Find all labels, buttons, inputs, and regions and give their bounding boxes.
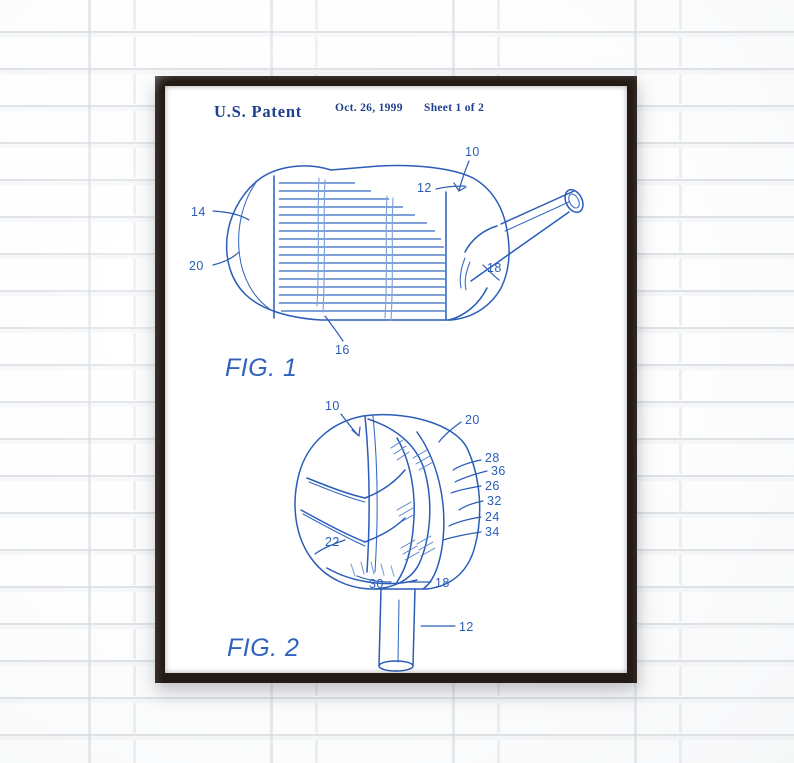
fig2-centre-seam-2 <box>372 415 378 573</box>
fig2-shaft-left <box>378 588 382 667</box>
patent-header-title: U.S. Patent <box>214 102 303 121</box>
patent-header-sheet: Sheet 1 of 2 <box>424 102 485 114</box>
fig2-ref-12: 12 <box>459 620 474 634</box>
fig2-ref-28: 28 <box>485 451 500 465</box>
fig2-clubhead-outline <box>294 413 481 590</box>
patent-poster: U.S. Patent Oct. 26, 1999 Sheet 1 of 2 <box>165 86 627 673</box>
fig1-hosel-curve <box>464 225 498 253</box>
fig1-ref-20: 20 <box>189 259 204 273</box>
fig1-shaft-bore <box>568 193 580 209</box>
fig2-ref-22: 22 <box>325 535 340 549</box>
fig2-ref-26: 26 <box>485 479 500 493</box>
fig2-ref-24: 24 <box>485 510 500 524</box>
fig2-shaft-inner <box>397 599 400 663</box>
figure-2-drawing: 10 20 28 36 26 32 24 34 22 30 18 12 FIG.… <box>227 399 506 672</box>
figure-2-caption: FIG. 2 <box>227 634 299 662</box>
fig2-sole-shading <box>350 561 395 577</box>
fig1-heel-contour <box>238 180 272 311</box>
fig2-shaft-butt-end <box>378 660 414 672</box>
fig2-sole-curve <box>326 567 418 585</box>
fig2-hatch-lower <box>400 535 436 561</box>
fig2-side-panel-left-edge <box>367 418 431 590</box>
fig2-hatch-upper <box>390 439 434 471</box>
fig1-shaft-inner-line <box>504 201 570 232</box>
fig1-ref-18: 18 <box>487 261 502 275</box>
figure-1: 14 20 16 18 12 10 FIG. 1 <box>165 134 627 389</box>
fig2-ref-30: 30 <box>369 577 384 591</box>
fig2-hatch-mid <box>396 501 416 523</box>
patent-header-date: Oct. 26, 1999 <box>335 102 403 114</box>
fig2-centre-seam <box>364 415 370 573</box>
fig2-ref-20: 20 <box>465 413 480 427</box>
fig1-leaders <box>212 160 500 342</box>
fig2-ref-34: 34 <box>485 525 500 539</box>
fig1-ref-16: 16 <box>335 343 350 357</box>
fig1-ref-14: 14 <box>191 205 206 219</box>
fig1-ref-10: 10 <box>465 145 480 159</box>
fig2-ref-18: 18 <box>435 576 450 590</box>
fig1-shaft-open-end <box>564 188 584 214</box>
fig1-sole-to-hosel <box>448 287 488 321</box>
fig1-clubhead-outline <box>225 164 510 321</box>
fig2-ref-10: 10 <box>325 399 340 413</box>
fig1-shaft-bottom <box>470 211 570 282</box>
fig2-ref-32: 32 <box>487 494 502 508</box>
figure-1-caption: FIG. 1 <box>225 354 297 382</box>
figure-2: 10 20 28 36 26 32 24 34 22 30 18 12 FIG.… <box>165 386 627 673</box>
fig2-side-panel-mid <box>396 437 415 583</box>
fig1-face-grooves <box>279 182 445 312</box>
fig2-leaders <box>314 413 488 627</box>
fig1-ghost-marks <box>316 177 394 321</box>
fig2-shaft-right <box>412 588 416 666</box>
fig1-ref-12: 12 <box>417 181 432 195</box>
fig2-ref-36: 36 <box>491 464 506 478</box>
figure-1-drawing: 14 20 16 18 12 10 FIG. 1 <box>189 145 584 382</box>
fig2-face-facets <box>300 469 406 547</box>
fig1-hosel-shade-1 <box>459 257 466 289</box>
fig1-shaft-top <box>500 190 575 225</box>
fig1-hosel-shade-2 <box>464 261 471 291</box>
picture-frame: U.S. Patent Oct. 26, 1999 Sheet 1 of 2 <box>155 76 637 683</box>
